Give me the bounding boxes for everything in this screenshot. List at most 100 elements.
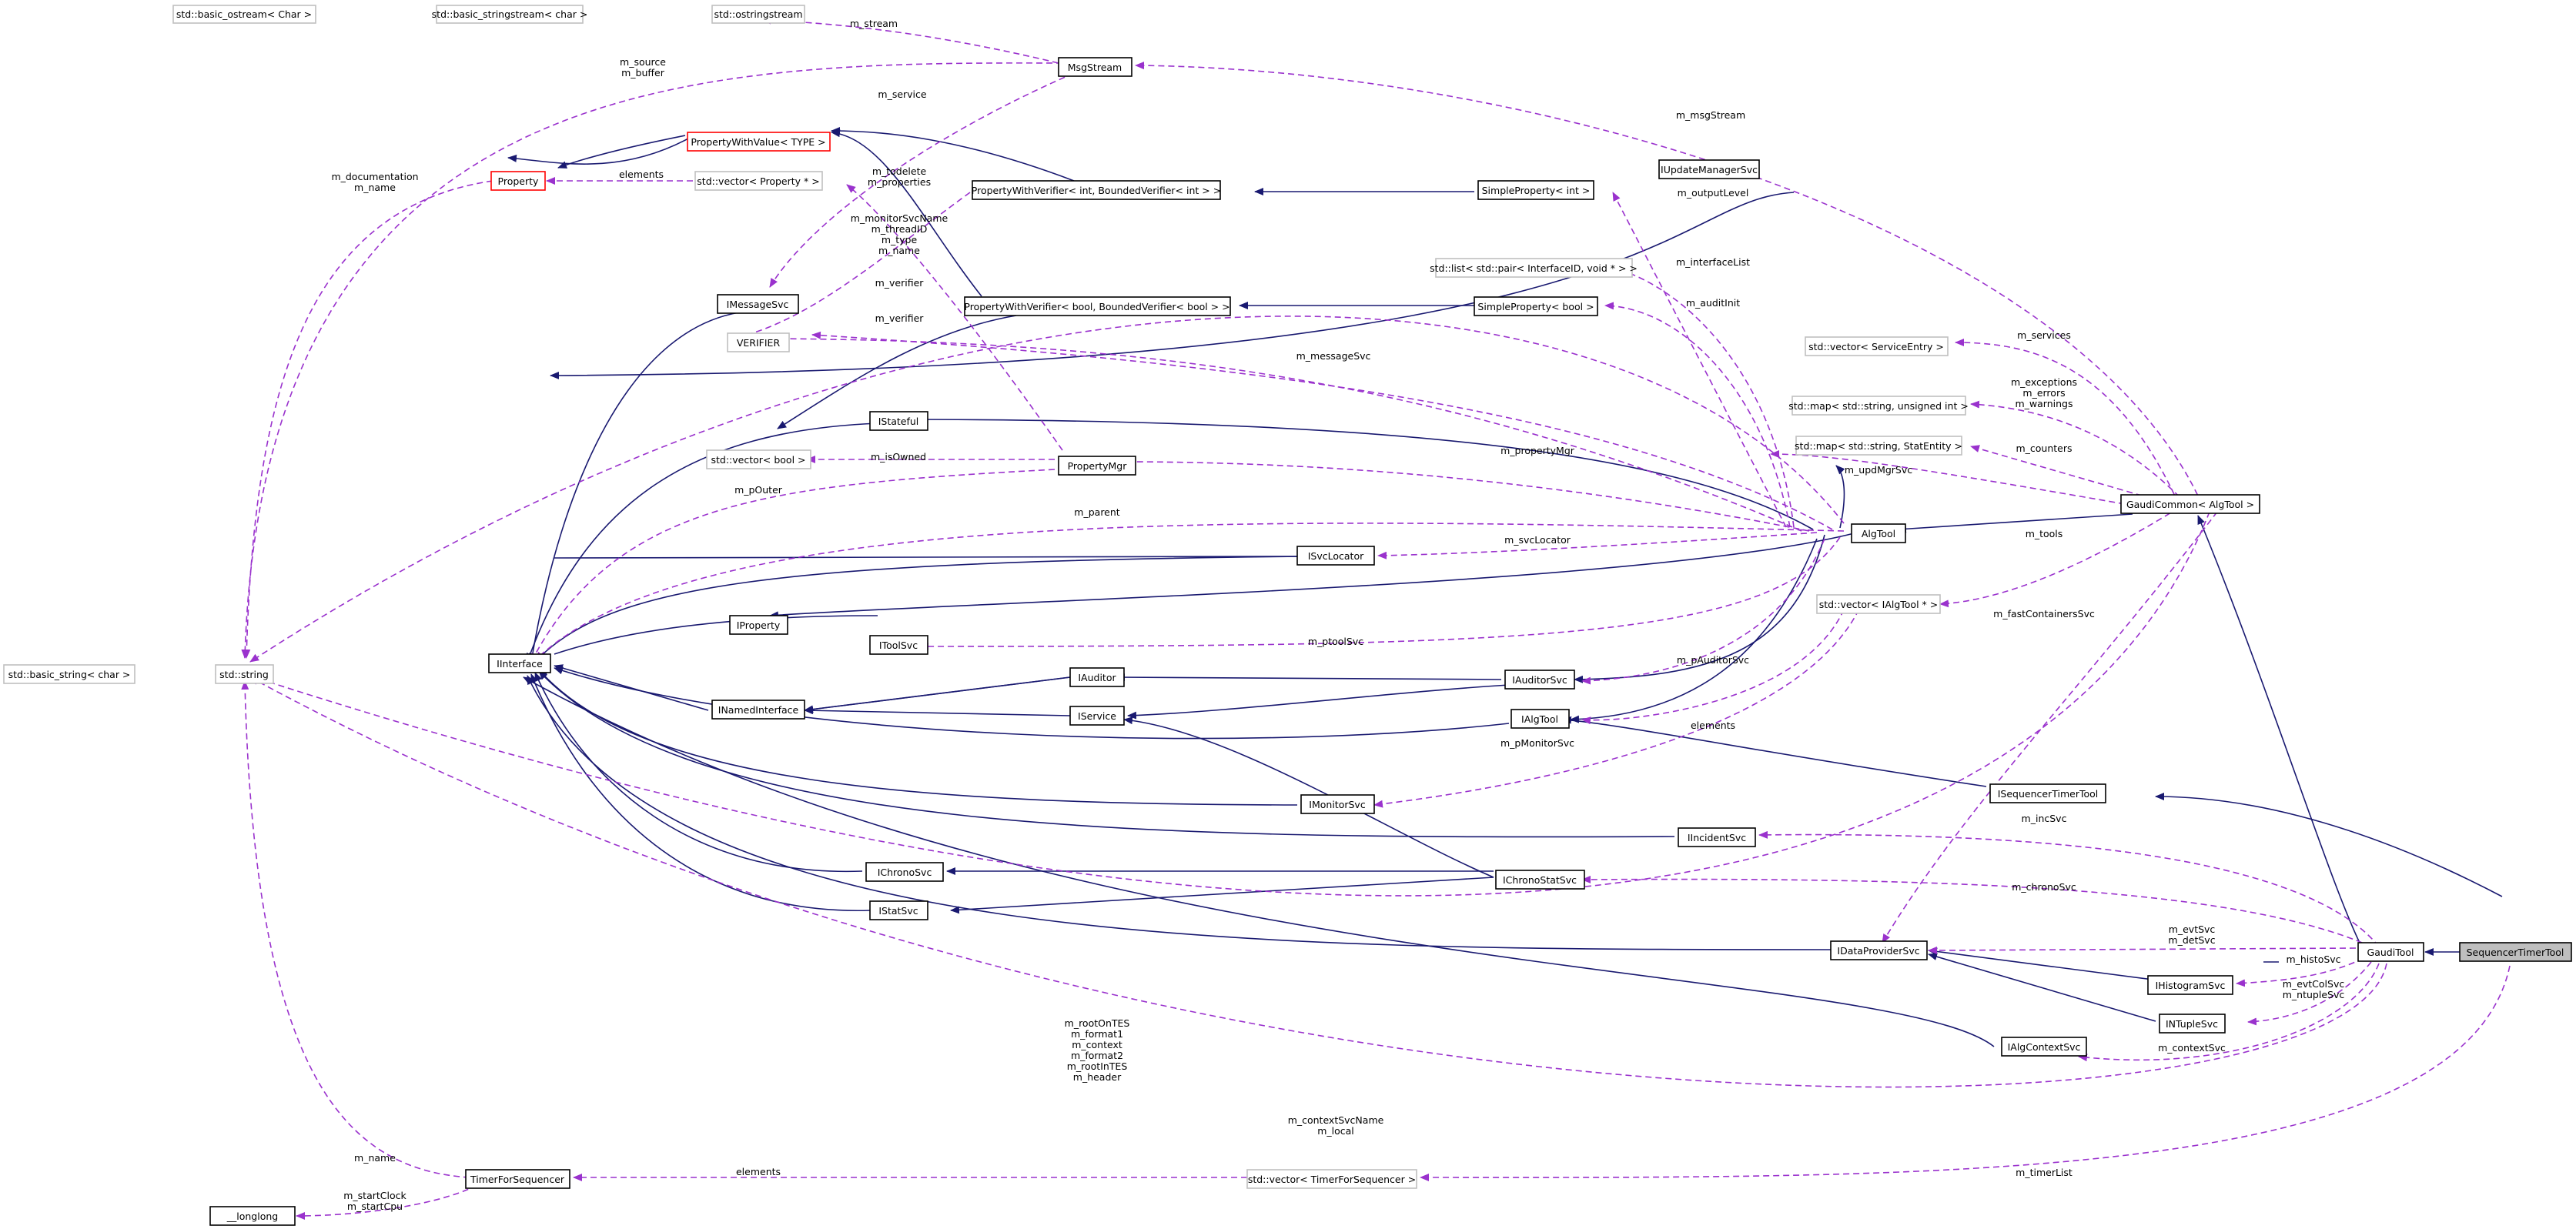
edge-label-elements-property: elements <box>619 169 664 180</box>
node-vector-service-entry[interactable]: std::vector< ServiceEntry > <box>1805 336 1949 356</box>
edge-labels: m_stream m_source m_buffer m_service m_m… <box>331 18 2344 1212</box>
node-map-string-statentity[interactable]: std::map< std::string, StatEntity > <box>1795 436 1962 456</box>
svg-text:IStatSvc: IStatSvc <box>878 905 918 917</box>
node-iproperty[interactable]: IProperty <box>729 615 788 635</box>
node-vector-property[interactable]: std::vector< Property * > <box>694 171 823 191</box>
node-simple-property-bool[interactable]: SimpleProperty< bool > <box>1474 296 1598 316</box>
node-algtool[interactable]: AlgTool <box>1851 523 1906 543</box>
svg-text:PropertyWithVerifier< bool, Bo: PropertyWithVerifier< bool, BoundedVerif… <box>964 301 1229 312</box>
edge-label-m-auditinit: m_auditInit <box>1686 297 1740 309</box>
edge-label-m-header: m_header <box>1073 1071 1122 1083</box>
edge-label-m-service: m_service <box>878 89 927 100</box>
node-timer-for-sequencer[interactable]: TimerForSequencer <box>465 1169 570 1189</box>
edge-label-m-messagesvc: m_messageSvc <box>1296 350 1371 362</box>
node-istateful[interactable]: IStateful <box>869 411 928 431</box>
node-ialg-context-svc[interactable]: IAlgContextSvc <box>2001 1037 2087 1057</box>
edge-label-m-monitorsvcname: m_monitorSvcName <box>851 212 948 224</box>
node-gaudi-common[interactable]: GaudiCommon< AlgTool > <box>2120 494 2260 514</box>
node-ichrono-svc[interactable]: IChronoSvc <box>865 862 944 882</box>
edge-label-m-source: m_source <box>620 56 666 68</box>
node-imessage-svc[interactable]: IMessageSvc <box>717 294 799 314</box>
svg-text:IAuditor: IAuditor <box>1078 672 1116 683</box>
node-simple-property-int[interactable]: SimpleProperty< int > <box>1477 180 1594 200</box>
node-iservice[interactable]: IService <box>1069 706 1125 726</box>
edge-label-m-warnings: m_warnings <box>2016 398 2073 409</box>
node-intuple-svc[interactable]: INTupleSvc <box>2159 1014 2226 1034</box>
node-pwv-int[interactable]: PropertyWithVerifier< int, BoundedVerifi… <box>972 180 1221 200</box>
svg-text:std::basic_stringstream< char: std::basic_stringstream< char > <box>432 8 588 20</box>
node-ostringstream[interactable]: std::ostringstream <box>711 5 805 24</box>
svg-text:std::list< std::pair< Interfac: std::list< std::pair< InterfaceID, void … <box>1430 262 1638 274</box>
node-sequencer-timer-tool[interactable]: SequencerTimerTool <box>2459 942 2572 962</box>
node-property[interactable]: Property <box>490 171 546 191</box>
svg-text:TimerForSequencer: TimerForSequencer <box>470 1174 565 1185</box>
node-vector-bool[interactable]: std::vector< bool > <box>706 449 811 469</box>
svg-text:INamedInterface: INamedInterface <box>718 704 799 716</box>
inheritance-edges <box>215 10 2503 1047</box>
node-msgstream[interactable]: MsgStream <box>1058 57 1132 77</box>
node-map-string-uint[interactable]: std::map< std::string, unsigned int > <box>1788 396 1969 416</box>
edge-label-m-services: m_services <box>2017 329 2071 341</box>
node-property-with-value[interactable]: PropertyWithValue< TYPE > <box>687 132 831 152</box>
edge-label-m-format2: m_format2 <box>1071 1050 1123 1061</box>
edge-label-m-parent: m_parent <box>1074 506 1119 518</box>
node-istat-svc[interactable]: IStatSvc <box>869 900 928 920</box>
edge-label-m-stream: m_stream <box>850 18 898 29</box>
node-isvc-locator[interactable]: ISvcLocator <box>1296 546 1375 566</box>
node-iauditor-svc[interactable]: IAuditorSvc <box>1504 670 1575 690</box>
node-string[interactable]: std::string <box>215 664 274 684</box>
node-inamed-interface[interactable]: INamedInterface <box>711 700 805 720</box>
edge-label-m-timerlist: m_timerList <box>2016 1167 2073 1178</box>
svg-text:ISequencerTimerTool: ISequencerTimerTool <box>1998 788 2099 800</box>
svg-text:SequencerTimerTool: SequencerTimerTool <box>2467 947 2564 958</box>
edge-label-m-name: m_name <box>354 182 396 193</box>
edge-label-m-rootontes: m_rootOnTES <box>1065 1017 1130 1029</box>
node-itoolsvc[interactable]: IToolSvc <box>869 635 928 655</box>
node-basic-ostream[interactable]: std::basic_ostream< Char > <box>172 5 316 24</box>
svg-text:SimpleProperty< int >: SimpleProperty< int > <box>1482 185 1591 196</box>
svg-text:IStateful: IStateful <box>878 416 919 427</box>
edge-label-m-evtsvc: m_evtSvc <box>2169 923 2216 935</box>
node-isequencer-timer-tool[interactable]: ISequencerTimerTool <box>1989 783 2106 803</box>
node-verifier[interactable]: VERIFIER <box>727 332 790 352</box>
node-iauditor[interactable]: IAuditor <box>1069 667 1125 687</box>
node-iincident-svc[interactable]: IIncidentSvc <box>1678 827 1756 847</box>
svg-text:IProperty: IProperty <box>737 620 781 631</box>
node-basic-string[interactable]: std::basic_string< char > <box>3 664 135 684</box>
node-ialgtool[interactable]: IAlgTool <box>1510 709 1570 729</box>
node-gaudi-tool[interactable]: GaudiTool <box>2357 942 2424 962</box>
node-list-pair[interactable]: std::list< std::pair< InterfaceID, void … <box>1430 258 1638 278</box>
svg-text:PropertyWithVerifier< int, Bou: PropertyWithVerifier< int, BoundedVerifi… <box>972 185 1221 196</box>
node-idata-provider-svc[interactable]: IDataProviderSvc <box>1830 940 1928 960</box>
svg-text:IInterface: IInterface <box>497 658 543 670</box>
node-basic-stringstream[interactable]: std::basic_stringstream< char > <box>432 5 588 24</box>
node-longlong[interactable]: __longlong <box>209 1206 296 1226</box>
edge-label-m-rootintes: m_rootInTES <box>1067 1060 1128 1072</box>
edge-label-m-detsvc: m_detSvc <box>2168 934 2215 946</box>
node-vector-ialgtool[interactable]: std::vector< IAlgTool * > <box>1816 594 1941 614</box>
svg-text:std::basic_string< char >: std::basic_string< char > <box>8 669 131 680</box>
node-imonitor-svc[interactable]: IMonitorSvc <box>1300 794 1375 814</box>
svg-text:ISvcLocator: ISvcLocator <box>1308 550 1364 562</box>
node-iupdate-manager-svc[interactable]: IUpdateManagerSvc <box>1658 159 1760 179</box>
node-pwv-bool[interactable]: PropertyWithVerifier< bool, BoundedVerif… <box>964 296 1231 316</box>
node-ichrono-stat-svc[interactable]: IChronoStatSvc <box>1495 870 1585 890</box>
node-ihistogram-svc[interactable]: IHistogramSvc <box>2147 975 2233 995</box>
edge-label-m-name-2: m_name <box>878 245 920 256</box>
edge-label-m-todelete: m_todelete <box>872 165 927 177</box>
svg-text:std::ostringstream: std::ostringstream <box>714 8 802 20</box>
node-iinterface[interactable]: IInterface <box>488 653 551 673</box>
edge-label-m-isowned: m_isOwned <box>871 451 926 463</box>
svg-text:IAlgContextSvc: IAlgContextSvc <box>2008 1041 2081 1053</box>
edge-label-m-contextsvcname: m_contextSvcName <box>1288 1114 1384 1126</box>
edge-label-m-format1: m_format1 <box>1071 1028 1123 1040</box>
svg-text:GaudiCommon< AlgTool >: GaudiCommon< AlgTool > <box>2126 499 2254 510</box>
svg-text:std::vector< Property * >: std::vector< Property * > <box>697 175 819 187</box>
edge-label-m-chronosvc: m_chronoSvc <box>2012 881 2076 893</box>
svg-text:IChronoSvc: IChronoSvc <box>878 867 932 878</box>
node-vector-timer[interactable]: std::vector< TimerForSequencer > <box>1246 1169 1417 1189</box>
edge-label-m-type: m_type <box>882 234 918 245</box>
edge-label-m-exceptions: m_exceptions <box>2011 376 2077 388</box>
node-property-mgr[interactable]: PropertyMgr <box>1058 456 1136 476</box>
